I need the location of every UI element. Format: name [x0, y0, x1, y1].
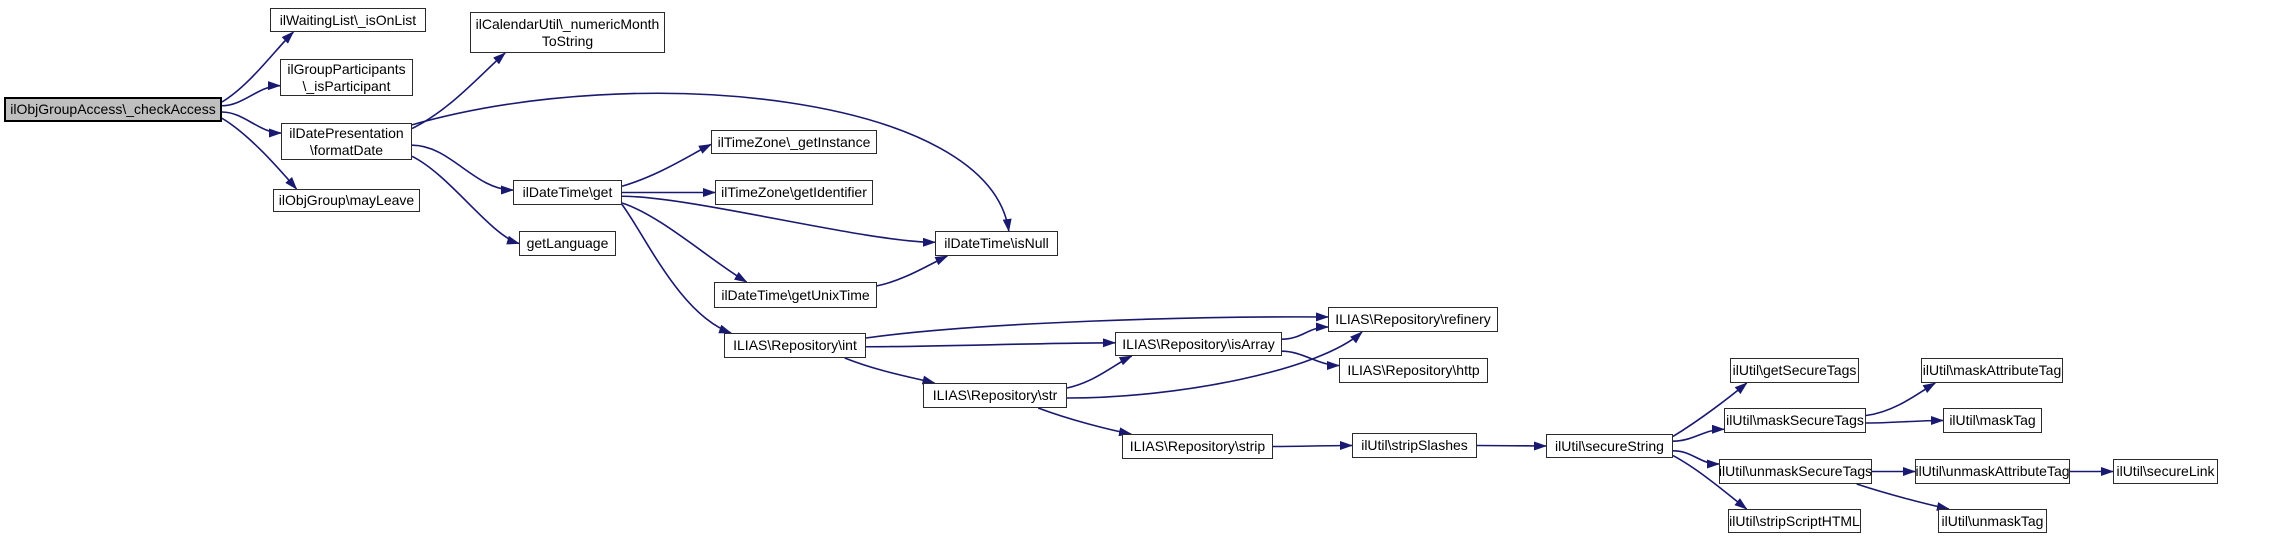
graph-node-secureLink[interactable]: ilUtil\secureLink: [2113, 459, 2218, 484]
edge-formatDate-to-getLanguage: [411, 155, 520, 245]
node-label: ILIAS\Repository\strip: [1129, 438, 1266, 455]
node-label: ilDateTime\get: [522, 184, 613, 201]
graph-node-str[interactable]: ILIAS\Repository\str: [923, 383, 1067, 408]
graph-node-int[interactable]: ILIAS\Repository\int: [724, 333, 866, 358]
node-label: ilUtil\maskSecureTags: [1726, 412, 1864, 429]
node-label: ilUtil\maskTag: [1949, 412, 2036, 429]
edge-checkAccess-to-formatDate: [221, 111, 282, 138]
graph-node-strip[interactable]: ILIAS\Repository\strip: [1122, 434, 1273, 459]
node-label: ilObjGroup\mayLeave: [278, 192, 415, 209]
edge-str-to-isArray: [1066, 355, 1133, 389]
edge-secureString-to-getSecureTags: [1672, 382, 1748, 438]
graph-node-isParticipant[interactable]: ilGroupParticipants \_isParticipant: [280, 59, 413, 96]
edge-get-to-int: [621, 204, 733, 334]
edge-unmaskSecureTags-to-unmaskTag: [1856, 483, 1950, 511]
graph-node-stripScriptHTML[interactable]: ilUtil\stripScriptHTML: [1728, 509, 1861, 533]
edge-formatDate-to-numericMonthToString: [411, 52, 506, 130]
graph-node-numericMonthToString[interactable]: ilCalendarUtil\_numericMonth ToString: [470, 12, 665, 53]
edge-secureString-to-unmaskSecureTags: [1672, 450, 1720, 469]
node-label: ilUtil\stripSlashes: [1361, 437, 1468, 454]
graph-node-getInstance[interactable]: ilTimeZone\_getInstance: [711, 130, 877, 154]
node-label: ilUtil\getSecureTags: [1732, 362, 1857, 379]
node-label: ilUtil\unmaskSecureTags: [1718, 463, 1873, 480]
edge-secureString-to-stripScriptHTML: [1672, 454, 1748, 510]
graph-node-mayLeave[interactable]: ilObjGroup\mayLeave: [273, 189, 420, 212]
graph-node-isOnList[interactable]: ilWaitingList\_isOnList: [270, 8, 426, 32]
node-label: ilUtil\unmaskTag: [1941, 512, 2044, 529]
edge-getUnixTime-to-isNull: [876, 255, 949, 287]
edge-isArray-to-refinery: [1281, 322, 1329, 340]
graph-node-checkAccess[interactable]: ilObjGroupAccess\_checkAccess: [4, 97, 222, 122]
node-label: ILIAS\Repository\isArray: [1122, 335, 1275, 352]
edge-get-to-getUnixTime: [621, 202, 748, 283]
node-label: ilUtil\stripScriptHTML: [1729, 512, 1860, 529]
graph-node-maskTag[interactable]: ilUtil\maskTag: [1943, 408, 2042, 433]
node-label: ILIAS\Repository\int: [733, 337, 857, 354]
node-label: ILIAS\Repository\str: [932, 387, 1058, 404]
node-label: ilUtil\maskAttributeTag: [1922, 362, 2062, 379]
node-label: ilDateTime\isNull: [944, 235, 1049, 252]
node-label: ILIAS\Repository\refinery: [1335, 311, 1491, 328]
edge-int-to-isArray: [865, 338, 1116, 348]
node-label: ilCalendarUtil\_numericMonth ToString: [475, 16, 660, 49]
graph-node-getUnixTime[interactable]: ilDateTime\getUnixTime: [714, 282, 877, 308]
node-label: ilTimeZone\getIdentifier: [721, 184, 867, 201]
graph-node-getLanguage[interactable]: getLanguage: [519, 231, 616, 256]
edge-get-to-isNull: [621, 195, 936, 247]
node-label: ilUtil\secureLink: [2116, 463, 2215, 480]
graph-node-formatDate[interactable]: ilDatePresentation \formatDate: [281, 123, 412, 160]
node-label: ilUtil\unmaskAttributeTag: [1915, 463, 2070, 480]
graph-node-stripSlashes[interactable]: ilUtil\stripSlashes: [1352, 433, 1477, 458]
node-label: ilTimeZone\_getInstance: [717, 133, 871, 150]
graph-node-isArray[interactable]: ILIAS\Repository\isArray: [1115, 332, 1282, 356]
graph-node-unmaskAttributeTag[interactable]: ilUtil\unmaskAttributeTag: [1915, 459, 2070, 484]
graph-node-maskAttributeTag[interactable]: ilUtil\maskAttributeTag: [1921, 358, 2063, 383]
node-label: ilWaitingList\_isOnList: [279, 11, 417, 28]
node-label: ilDateTime\getUnixTime: [721, 286, 870, 303]
edge-checkAccess-to-mayLeave: [221, 117, 298, 190]
graph-node-unmaskTag[interactable]: ilUtil\unmaskTag: [1938, 509, 2047, 533]
graph-node-getIdentifier[interactable]: ilTimeZone\getIdentifier: [715, 180, 873, 205]
edge-checkAccess-to-isOnList: [221, 31, 295, 103]
edge-maskSecureTags-to-maskAttributeTag: [1865, 382, 1937, 417]
node-label: ilDatePresentation \formatDate: [289, 125, 404, 158]
edge-int-to-refinery: [865, 312, 1329, 339]
edge-str-to-refinery: [1066, 331, 1363, 399]
graph-node-maskSecureTags[interactable]: ilUtil\maskSecureTags: [1724, 408, 1866, 433]
node-label: ILIAS\Repository\http: [1347, 362, 1480, 379]
edge-get-to-getInstance: [621, 143, 712, 188]
graph-node-get[interactable]: ilDateTime\get: [513, 180, 622, 205]
node-label: ilObjGroupAccess\_checkAccess: [10, 101, 216, 118]
edge-int-to-str: [844, 357, 936, 385]
graph-node-secureString[interactable]: ilUtil\secureString: [1546, 434, 1673, 458]
edge-maskSecureTags-to-maskTag: [1865, 416, 1944, 426]
edge-secureString-to-maskSecureTags: [1672, 424, 1725, 442]
node-label: ilGroupParticipants \_isParticipant: [287, 61, 406, 94]
graph-node-getSecureTags[interactable]: ilUtil\getSecureTags: [1730, 358, 1859, 383]
edge-formatDate-to-get: [411, 144, 514, 195]
edge-checkAccess-to-isParticipant: [221, 81, 281, 107]
graph-node-unmaskSecureTags[interactable]: ilUtil\unmaskSecureTags: [1719, 459, 1872, 484]
node-label: ilUtil\secureString: [1555, 437, 1664, 454]
graph-node-refinery[interactable]: ILIAS\Repository\refinery: [1328, 307, 1498, 332]
edge-formatDate-to-isNull: [411, 92, 1012, 232]
node-label: getLanguage: [526, 235, 609, 252]
graph-node-http[interactable]: ILIAS\Repository\http: [1339, 358, 1488, 383]
edge-str-to-strip: [1037, 407, 1133, 437]
edge-strip-to-stripSlashes: [1272, 441, 1353, 451]
graph-node-isNull[interactable]: ilDateTime\isNull: [935, 231, 1058, 256]
edge-isArray-to-http: [1281, 350, 1340, 370]
edge-stripSlashes-to-secureString: [1476, 441, 1547, 451]
